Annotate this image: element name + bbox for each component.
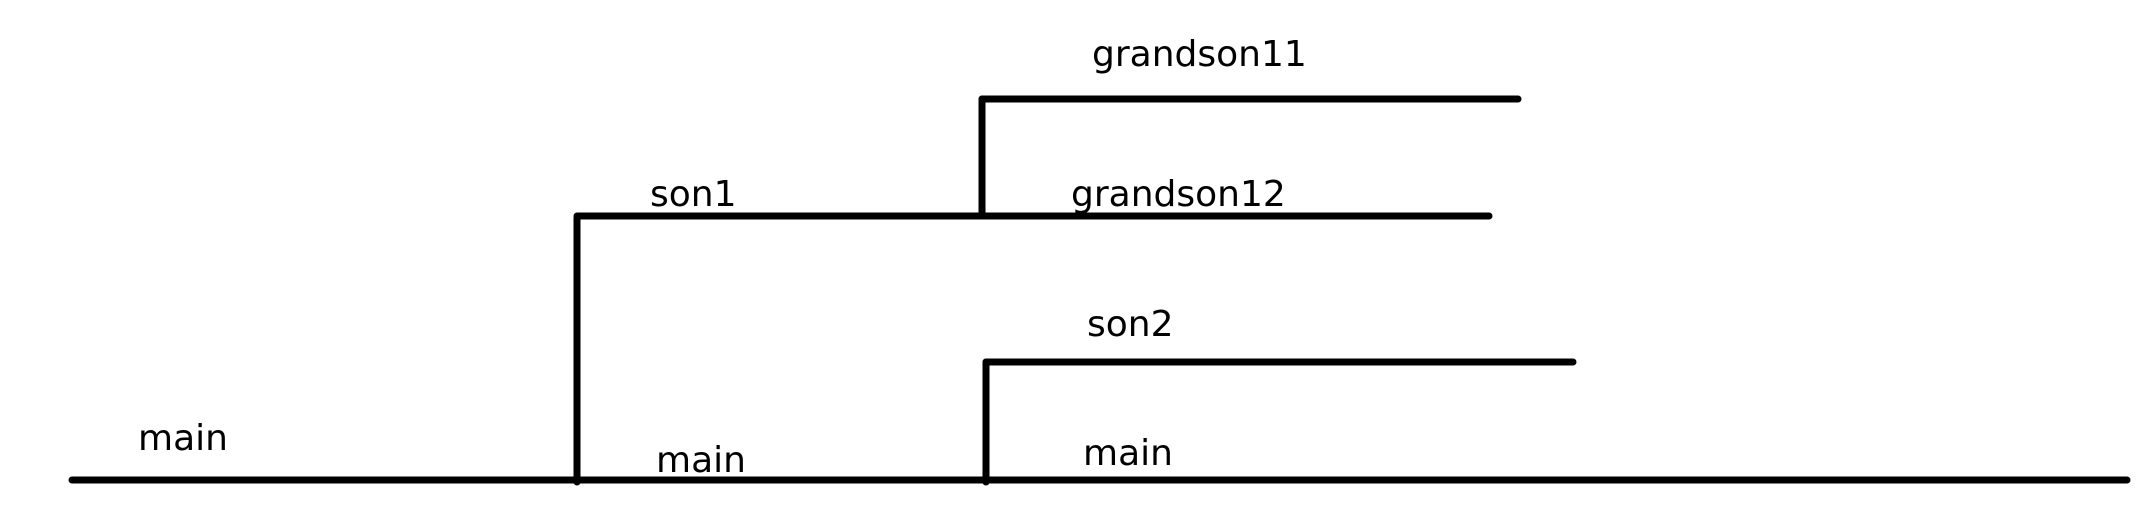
label-main-left: main [138, 418, 228, 459]
label-grandson11: grandson11 [1092, 34, 1307, 75]
label-grandson12: grandson12 [1071, 174, 1286, 215]
label-main-middle: main [656, 440, 746, 481]
label-son2: son2 [1087, 304, 1174, 345]
label-son1: son1 [650, 174, 737, 215]
label-main-right: main [1083, 433, 1173, 474]
